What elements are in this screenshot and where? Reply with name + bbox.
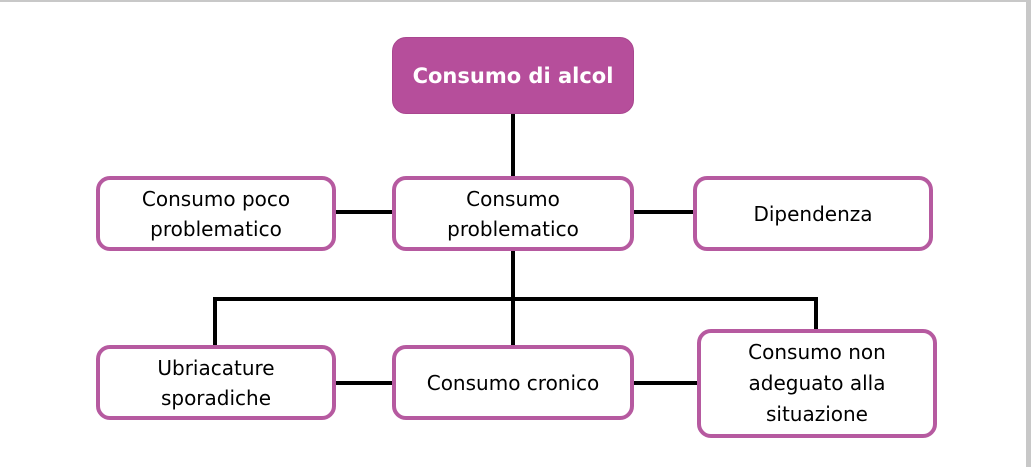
node-consumo-problematico: Consumo problematico (392, 176, 634, 251)
window-right-border (1026, 0, 1031, 467)
node-consumo-cronico: Consumo cronico (392, 345, 634, 420)
node-label: Consumo poco problematico (141, 186, 291, 241)
node-consumo-poco-problematico: Consumo poco problematico (96, 176, 336, 251)
node-consumo-non-adeguato: Consumo non adeguato alla situazione (697, 329, 937, 438)
node-label: Dipendenza (753, 201, 873, 226)
node-label: Consumo cronico (426, 370, 600, 395)
node-ubriacature-sporadiche: Ubriacature sporadiche (96, 345, 336, 420)
node-label: Consumo non adeguato alla situazione (748, 340, 886, 426)
node-dipendenza: Dipendenza (693, 176, 933, 251)
root-node-label: Consumo di alcol (412, 63, 614, 88)
node-label: Consumo problematico (447, 186, 579, 241)
root-node-consumo-di-alcol: Consumo di alcol (392, 37, 634, 114)
window-top-border (0, 0, 1031, 2)
node-label: Ubriacature sporadiche (157, 355, 275, 410)
